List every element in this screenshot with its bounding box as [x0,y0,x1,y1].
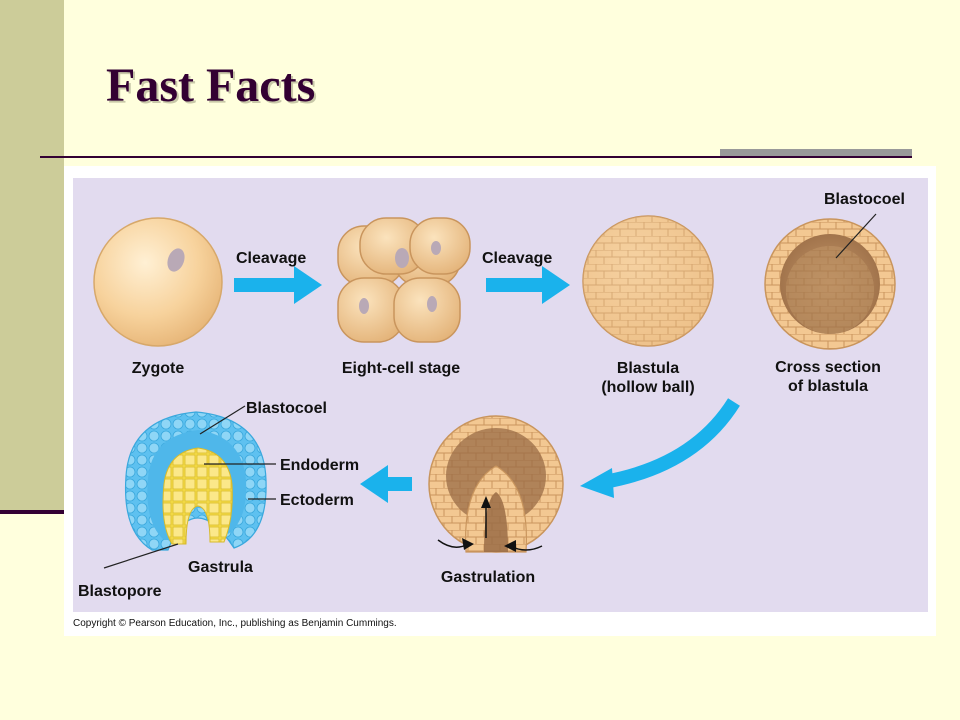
side-accent-line [0,510,66,514]
gastrula-illustration [103,405,276,569]
curved-arrow [580,398,740,498]
cleavage-label-2: Cleavage [482,250,552,267]
blastula-illustration [582,215,714,347]
eight-cell-illustration [337,217,471,343]
zygote-illustration [93,217,223,347]
slide-title: Fast Facts [106,59,316,112]
blastocoel-label-bottom: Blastocoel [246,400,327,417]
gastrula-label: Gastrula [188,559,253,576]
embryo-diagram: Cleavage Cleavage Zygote Eight-cell stag… [73,178,928,612]
blastula-sublabel: (hollow ball) [601,379,694,396]
blastocoel-pointer-bottom [199,405,246,435]
title-rule-accent [720,149,912,158]
gastrulation-label: Gastrulation [441,569,535,586]
side-accent-bar [0,0,64,510]
zygote-label: Zygote [132,360,185,377]
cleavage-arrow-2 [486,266,570,304]
ectoderm-label: Ectoderm [280,492,354,509]
blastocoel-pointer-top [835,213,877,259]
blastula-cross-section-illustration [764,213,896,350]
cleavage-label-1: Cleavage [236,250,306,267]
cleavage-arrow-1 [234,266,322,304]
title-rule [40,156,912,158]
copyright-notice: Copyright © Pearson Education, Inc., pub… [73,618,397,629]
blastopore-label: Blastopore [78,583,162,600]
gastrula-arrow [360,465,412,503]
embryo-development-figure: Cleavage Cleavage Zygote Eight-cell stag… [64,166,936,636]
cross-section-sublabel: of blastula [788,378,868,395]
blastocoel-label-top: Blastocoel [824,191,905,208]
endoderm-label: Endoderm [280,457,359,474]
eight-cell-label: Eight-cell stage [342,360,460,377]
cross-section-label: Cross section [775,359,881,376]
gastrulation-illustration [428,415,564,553]
blastula-label: Blastula [617,360,679,377]
blastopore-pointer [103,543,179,569]
